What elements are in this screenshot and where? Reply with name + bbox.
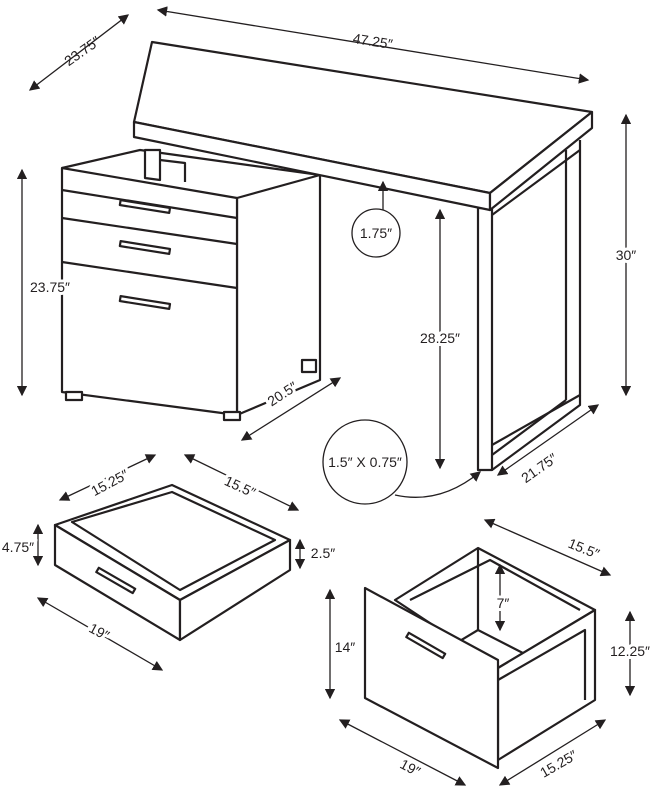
cabinet-foot <box>222 410 242 422</box>
dim-top-thickness: 1.75″ <box>360 225 392 241</box>
dim-top-depth: 23.75″ <box>61 33 103 69</box>
cabinet-foot <box>300 358 318 374</box>
callout-circle <box>351 208 401 258</box>
dim-file-front-width: 19″ <box>398 756 424 780</box>
cabinet-foot <box>64 390 84 402</box>
dim-file-side-height: 12.25″ <box>610 643 650 659</box>
dim-overall-height: 30″ <box>616 247 637 263</box>
desktop-side <box>488 110 594 212</box>
dim-small-front-width: 19″ <box>87 620 113 644</box>
file-drawer-dimension-lines <box>324 518 636 786</box>
drawer-handle <box>118 199 172 214</box>
file-drawer-drawing <box>363 546 597 770</box>
dim-small-inner-height: 2.5″ <box>311 545 335 561</box>
dim-small-inner-width: 15.25″ <box>88 466 131 499</box>
desk-dimension-lines <box>16 6 632 505</box>
drawer-handle <box>95 566 137 595</box>
dim-leg-depth: 21.75″ <box>518 450 560 486</box>
drawer-handle <box>405 631 447 660</box>
dim-file-inner-width: 15.25″ <box>537 747 580 781</box>
drawer-handle <box>118 240 172 255</box>
dim-cabinet-height: 23.75″ <box>30 279 70 295</box>
drawer-handle <box>118 295 172 310</box>
dim-small-front-height: 4.75″ <box>2 539 34 555</box>
cabinet-side <box>235 173 322 417</box>
dim-file-front-height: 14″ <box>335 639 356 655</box>
dim-file-inner-height: 7″ <box>497 595 510 611</box>
drawer-2 <box>61 260 238 290</box>
right-leg-frame <box>476 206 494 472</box>
dim-small-inner-depth: 15.5″ <box>222 472 258 500</box>
small-drawer-dimension-lines <box>32 454 306 671</box>
dim-leg-clearance: 28.25″ <box>420 330 460 346</box>
dim-top-width: 47.25″ <box>352 30 394 52</box>
callout-circle <box>322 419 408 505</box>
desk-drawing <box>60 40 594 472</box>
dim-leg-profile: 1.5″ X 0.75″ <box>328 454 402 470</box>
small-drawer-drawing <box>53 483 292 642</box>
